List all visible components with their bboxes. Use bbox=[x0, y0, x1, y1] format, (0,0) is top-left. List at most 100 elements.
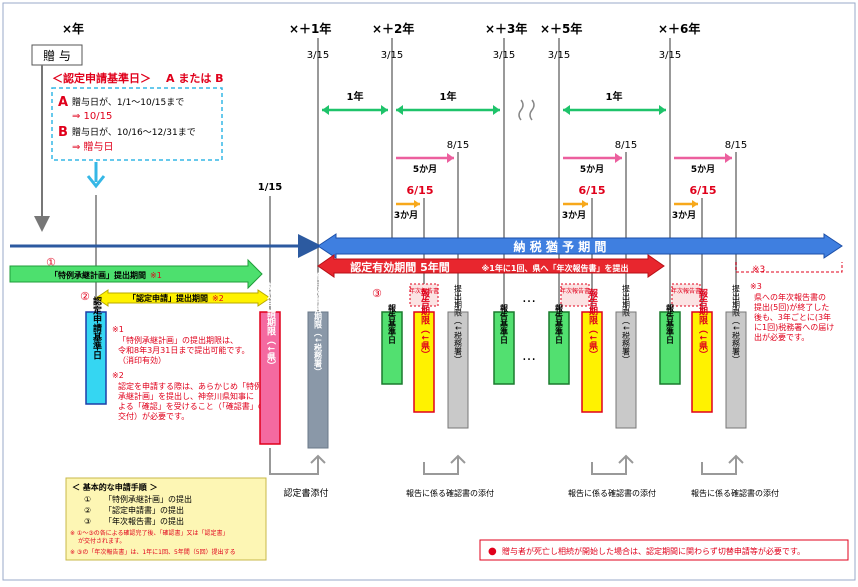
three-month-label-2: 3か月 bbox=[562, 210, 586, 221]
nintei-standard-day-label: 認定申請基準日 bbox=[91, 295, 103, 360]
tokurei-period-mark: ※1 bbox=[150, 271, 162, 280]
note1-mark: ※1 bbox=[112, 325, 124, 334]
gift-box bbox=[31, 44, 83, 66]
note2-line4: 交付）が必要です。 bbox=[118, 411, 189, 421]
year-label-x3: ×＋3年 bbox=[485, 21, 527, 36]
nintei-attach-label: 認定書添付 bbox=[283, 487, 328, 499]
five-month-group-2: 8/15 5か月 bbox=[563, 140, 637, 310]
year-label-x2: ×＋2年 bbox=[372, 21, 414, 36]
submit-deadline-box-3 bbox=[725, 311, 747, 429]
annual-report-mark-3: 年次報告書 bbox=[671, 287, 701, 295]
standard-date-title-suffix: A または B bbox=[166, 72, 224, 85]
standard-date-title: ＜認定申請基準日＞ bbox=[52, 71, 151, 85]
procedure-step1-num: ① bbox=[84, 495, 91, 504]
report-attach-label-3: 報告に係る確認書の添付 bbox=[691, 488, 779, 498]
submit-deadline-label-1: 提出期限（↓税務署） bbox=[454, 284, 463, 364]
circle-2: ② bbox=[80, 290, 90, 303]
ellipsis-top: … bbox=[522, 290, 536, 306]
procedure-step2: 「認定申請書」の提出 bbox=[104, 505, 184, 515]
note2-line2: 承継計画」を提出し、神奈川県知事に bbox=[118, 391, 254, 401]
submit-deadline-label-3: 提出期限（↓税務署） bbox=[732, 284, 741, 364]
note-1-2-block: ※1 「特例承継計画」の提出期限は、 令和8年3月31日まで提出可能です。 （消… bbox=[112, 325, 266, 421]
procedure-note1b: が交付されます。 bbox=[78, 537, 125, 545]
circle-3: ③ bbox=[372, 287, 382, 300]
procedure-title: ＜ 基本的な申請手順 ＞ bbox=[72, 482, 158, 492]
bottom-note-mark: ● bbox=[488, 546, 497, 557]
report-attach-label-1: 報告に係る確認書の添付 bbox=[406, 488, 494, 498]
standard-date-box bbox=[51, 87, 223, 161]
nouzei-period-arrow bbox=[317, 233, 843, 259]
report-standard-label-2: 報告基準日 bbox=[554, 303, 564, 345]
attach-arrows bbox=[269, 448, 744, 475]
bottom-note-box bbox=[479, 539, 849, 561]
note2-mark: ※2 bbox=[112, 371, 124, 380]
report-deadline-label-2: 報告期限（↓県） bbox=[587, 288, 599, 360]
date-0615-3: 6/15 bbox=[690, 184, 717, 197]
one-year-label-2: 1年 bbox=[440, 90, 457, 103]
report-set-2: 報告基準日 報告期限（↓県） 提出期限（↓税務署） bbox=[548, 284, 637, 429]
note3-mark-top: ※3 bbox=[752, 265, 765, 275]
procedure-step3: 「年次報告書」の提出 bbox=[104, 516, 184, 526]
report-deadline-box-2 bbox=[581, 311, 603, 413]
option-a-line1: 贈与日が、1/1～10/15まで bbox=[72, 96, 184, 108]
date-0315-x6: 3/15 bbox=[659, 50, 681, 61]
report-deadline-label-1: 報告期限（↓県） bbox=[419, 288, 431, 360]
date-0315-x3: 3/15 bbox=[493, 50, 515, 61]
five-month-label-1: 5か月 bbox=[413, 164, 437, 175]
annual-report-marks: 年次報告書 年次報告書 年次報告書 bbox=[409, 283, 701, 307]
nintei-period-arrow bbox=[317, 254, 665, 278]
note1-line2: 令和8年3月31日まで提出可能です。 bbox=[118, 345, 250, 355]
report-standard-box-mid bbox=[493, 311, 515, 385]
report-deadline-box-1 bbox=[413, 311, 435, 413]
note3-line5: 出が必要です。 bbox=[754, 332, 809, 342]
cyan-down-arrow bbox=[86, 162, 106, 189]
nintei-shinsei-period-mark: ※2 bbox=[212, 294, 224, 303]
note1-line1: 「特例承継計画」の提出期限は、 bbox=[118, 335, 238, 345]
procedure-note2: ※ ③の「年次報告書」は、1年に1回、5年間（5回）提出する bbox=[70, 548, 236, 556]
year-label-x6: ×＋6年 bbox=[658, 21, 700, 36]
report-standard-label-mid: 報告基準日 bbox=[499, 303, 509, 345]
date-0815-2: 8/15 bbox=[615, 140, 637, 151]
tokurei-period-label: 「特例承継計画」提出期間 bbox=[50, 270, 146, 280]
report-standard-label-3: 報告基準日 bbox=[665, 303, 675, 345]
report-standard-box-1 bbox=[381, 311, 403, 385]
note3-line3: 後も、3年ごとに(3年 bbox=[754, 312, 831, 322]
nintei-shinsei-period-label: 「認定申請」提出期間 bbox=[128, 293, 208, 303]
five-month-label-3: 5か月 bbox=[691, 164, 715, 175]
one-year-label-1: 1年 bbox=[347, 90, 364, 103]
note3-block: ※3 県への年次報告書の 提出(5回)が終了した 後も、3年ごとに(3年 に1回… bbox=[750, 282, 834, 342]
tax-deadline-box-1 bbox=[307, 311, 329, 449]
date-0815-3: 8/15 bbox=[725, 140, 747, 151]
option-b-mark: B bbox=[58, 125, 68, 140]
procedure-content: ＜ 基本的な申請手順 ＞ ① 「特例承継計画」の提出 ② 「認定申請書」の提出 … bbox=[70, 482, 236, 556]
note3-line4: に1回)税務署への届け bbox=[754, 322, 834, 332]
submit-deadline-label-2: 提出期限（↓税務署） bbox=[622, 284, 631, 364]
note3-line1: 県への年次報告書の bbox=[754, 292, 826, 302]
date-0615-1: 6/15 bbox=[407, 184, 434, 197]
three-month-label-3: 3か月 bbox=[672, 210, 696, 221]
one-year-label-3: 1年 bbox=[606, 90, 623, 103]
report-deadline-label-3: 報告期限（↓県） bbox=[697, 288, 709, 360]
procedure-step1: 「特例承継計画」の提出 bbox=[104, 494, 192, 504]
three-month-label-1: 3か月 bbox=[394, 210, 418, 221]
year-label-x5: ×＋5年 bbox=[540, 21, 582, 36]
submit-deadline-box-1 bbox=[447, 311, 469, 429]
procedure-step2-num: ② bbox=[84, 506, 91, 515]
gift-label: 贈 与 bbox=[43, 48, 71, 63]
tokurei-period-arrow bbox=[9, 258, 263, 290]
procedure-note1: ※ ①～③の各による確認完了後、「確認書」又は「認定書」 bbox=[70, 529, 229, 537]
tax-deadline-label-1: 贈与税申告期限（↓税務署） bbox=[313, 272, 323, 376]
date-0315-x2: 3/15 bbox=[381, 50, 403, 61]
five-month-group-3: 8/15 5か月 bbox=[674, 140, 747, 310]
note2-line3: よる「確認」を受けること（「確認書」の bbox=[118, 401, 266, 411]
report-deadline-box-3 bbox=[691, 311, 713, 413]
date-0615-2: 6/15 bbox=[579, 184, 606, 197]
year-label-x0: ×年 bbox=[62, 21, 84, 36]
option-b-line1: 贈与日が、10/16～12/31まで bbox=[72, 126, 196, 138]
nintei-deadline-box bbox=[259, 311, 281, 445]
procedure-box bbox=[65, 477, 267, 561]
report-attach-label-2: 報告に係る確認書の添付 bbox=[568, 488, 656, 498]
